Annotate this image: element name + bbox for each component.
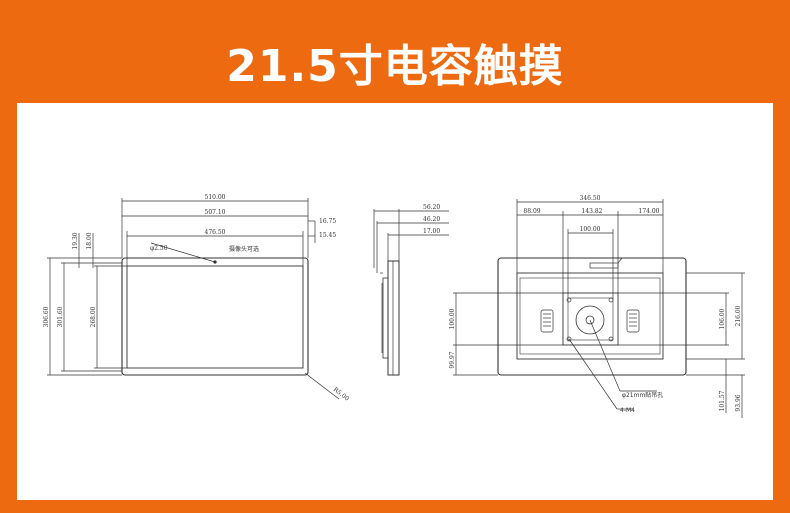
right-vent: [626, 309, 640, 333]
dim-height-outer: 301.60: [57, 306, 64, 327]
dim-width-outer: 507.10: [205, 209, 226, 216]
dim-right-vert-outer: 216.00: [735, 305, 742, 326]
front-screen: [126, 265, 304, 369]
center-ring: [575, 305, 605, 335]
hole-note: φ21mm贴吊孔: [622, 391, 663, 399]
dim-corner: R5.00: [332, 386, 351, 403]
top-bracket: [589, 262, 619, 269]
dim-bottom-left: 99.97: [449, 351, 456, 368]
screw-hole-br: [608, 336, 614, 342]
dim-center-span: 143.82: [582, 208, 603, 215]
dim-top-margin-1: 19.30: [72, 232, 79, 249]
dim-height-screen: 268.00: [90, 306, 97, 327]
dim-bottom-right-1: 101.57: [719, 390, 726, 411]
dim-vesa-h: 100.00: [580, 226, 601, 233]
dim-depth-overall: 56.20: [423, 204, 440, 211]
dim-right-vert-inner: 106.00: [719, 308, 726, 329]
front-outer-frame: [121, 257, 309, 376]
dim-width-screen: 476.50: [205, 229, 226, 236]
technical-drawing: 510.00 507.10 476.50 16.75 15.45 φ2.50 摄…: [43, 194, 745, 418]
dim-height-overall: 306.60: [43, 306, 50, 327]
dim-top-margin-2: 18.00: [86, 232, 93, 249]
back-inner-box-2: [519, 277, 661, 355]
side-back-box: [382, 277, 389, 359]
side-body: [387, 260, 400, 376]
dim-left-vert: 100.00: [449, 308, 456, 329]
dim-right-offset: 174.00: [639, 208, 660, 215]
back-inner-box: [516, 272, 664, 360]
drawing-panel: 510.00 507.10 476.50 16.75 15.45 φ2.50 摄…: [17, 103, 773, 500]
center-hole: [585, 315, 595, 325]
screw-hole-tl: [566, 297, 572, 303]
vesa-plate-inner: [567, 297, 614, 341]
side-view: 56.20 46.20 17.00: [373, 204, 449, 376]
screw-hole-tr: [608, 297, 614, 303]
dim-width-overall: 510.00: [205, 194, 226, 201]
left-vent: [540, 309, 554, 333]
vesa-plate: [562, 292, 619, 346]
dim-bottom-right-2: 93.96: [735, 394, 742, 411]
back-outer-frame: [497, 257, 687, 376]
dim-right-margin-2: 15.45: [319, 232, 336, 239]
screw-note: 4-M4: [620, 407, 635, 414]
dim-camera-dia: φ2.50: [150, 245, 168, 252]
dim-left-offset: 88.09: [523, 208, 540, 215]
screw-hole-bl: [566, 336, 572, 342]
page-title: 21.5寸电容触摸: [226, 41, 564, 92]
dim-depth-front: 17.00: [423, 228, 440, 235]
dim-width-back: 346.50: [580, 195, 601, 202]
front-view: 510.00 507.10 476.50 16.75 15.45 φ2.50 摄…: [43, 194, 350, 403]
back-view: 346.50 88.09 143.82 174.00 100.00 100.00…: [449, 195, 745, 418]
camera-note: 摄像头可选: [229, 245, 259, 253]
dim-right-margin-1: 16.75: [319, 218, 336, 225]
dim-depth-mid: 46.20: [423, 216, 440, 223]
